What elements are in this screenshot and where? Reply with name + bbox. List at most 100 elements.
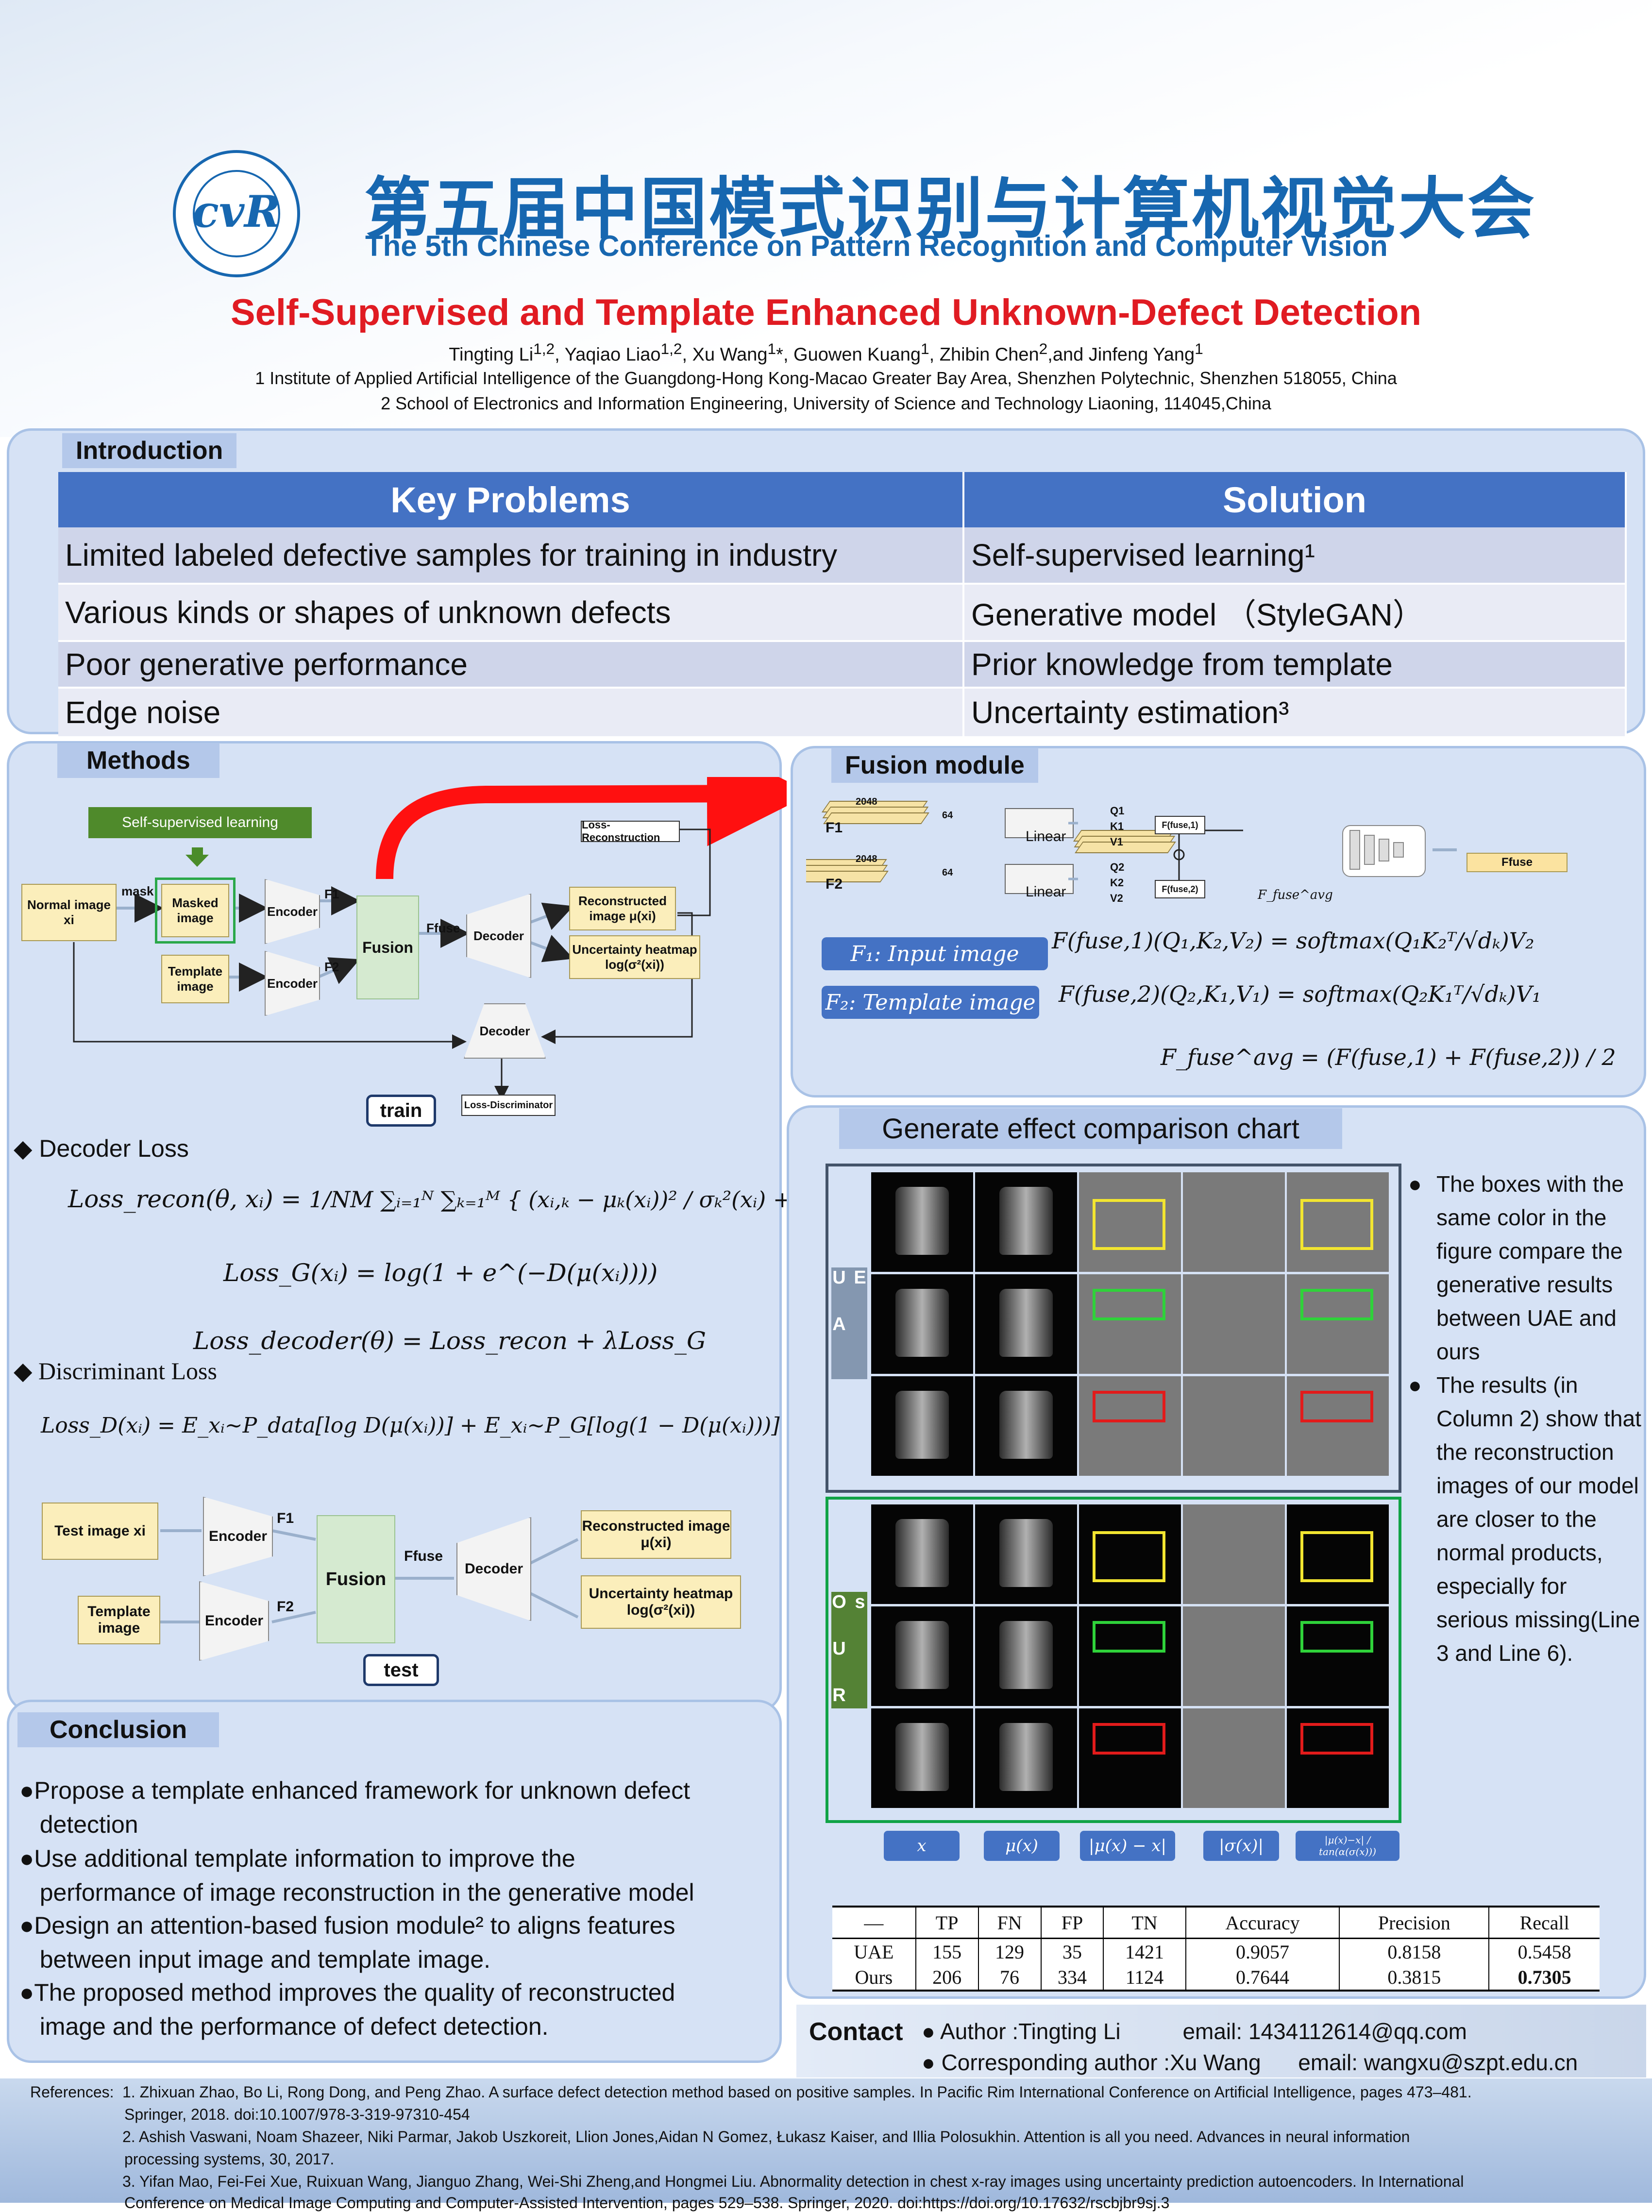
comparison-thumbnail	[871, 1606, 973, 1706]
highlight-box	[1300, 1199, 1373, 1250]
uncertainty-heatmap-box: Uncertainty heatmap log(σ²(xi))	[569, 935, 700, 979]
comparison-thumbnail	[1183, 1376, 1285, 1476]
comparison-thumbnail	[1079, 1376, 1181, 1476]
fusion-box: Fusion	[356, 895, 419, 999]
comparison-thumbnail	[975, 1606, 1077, 1706]
highlight-box	[1300, 1621, 1373, 1653]
train-badge: train	[366, 1095, 436, 1127]
template-image-box: Template image	[161, 955, 229, 1003]
svg-text:cvR: cvR	[192, 186, 281, 237]
product-shape	[895, 1289, 949, 1357]
test-encoder-bottom: Encoder	[199, 1581, 269, 1661]
conclusion-item: ●Use additional template information to …	[19, 1845, 694, 1906]
paper-authors: Tingting Li1,2, Yaqiao Liao1,2, Xu Wang1…	[449, 340, 1203, 365]
table-row: Poor generative performance Prior knowle…	[58, 641, 1627, 689]
linear-bottom-label: Linear	[1026, 884, 1066, 900]
contact-bar	[796, 2005, 1646, 2077]
template-image-label: F₂: Template image	[822, 986, 1039, 1019]
comparison-thumbnail	[1287, 1708, 1389, 1808]
product-shape	[895, 1391, 949, 1459]
comparison-thumbnail	[1183, 1274, 1285, 1374]
table-header: Solution	[963, 472, 1627, 527]
comparison-thumbnail	[975, 1376, 1077, 1476]
recon-loss-equation: Loss_recon(θ, xᵢ) = 1/NM ∑ᵢ₌₁ᴺ ∑ₖ₌₁ᴹ { (…	[68, 1185, 929, 1213]
methods-tag: Methods	[57, 743, 219, 778]
product-shape	[999, 1187, 1053, 1255]
reference-3a: 3. Yifan Mao, Fei-Fei Xue, Ruixuan Wang,…	[122, 2173, 1464, 2190]
input-image-label: F₁: Input image	[822, 937, 1048, 970]
introduction-tag: Introduction	[62, 433, 237, 468]
fusion-equation-3: F_fuse^avg = (F(fuse,1) + F(fuse,2)) / 2	[1161, 1044, 1616, 1070]
test-fusion-box: Fusion	[317, 1515, 395, 1643]
comparison-thumbnail	[871, 1172, 973, 1272]
dim-64-label: 64	[942, 810, 953, 821]
fusion-f2-label: F2	[826, 876, 843, 892]
contact-line-1: ● Author :Tingting Li email: 1434112614@…	[922, 2019, 1467, 2044]
ffuse1-box: F(fuse,1)	[1155, 816, 1205, 834]
product-shape	[895, 1621, 949, 1689]
comparison-thumbnail	[871, 1376, 973, 1476]
test-template-box: Template image	[78, 1596, 160, 1644]
highlight-box	[1093, 1289, 1165, 1320]
fusion-diagram	[806, 801, 1457, 898]
comparison-thumbnail	[871, 1708, 973, 1808]
product-shape	[895, 1519, 949, 1587]
column-header: |σ(x)|	[1203, 1831, 1279, 1861]
ssl-banner: Self-supervised learning	[88, 807, 312, 838]
fusion-equation-1: F(fuse,1)(Q₁,K₂,V₂) = softmax(Q₁K₂ᵀ/√dₖ)…	[1052, 928, 1534, 954]
key-problems-table: Key Problems Solution Limited labeled de…	[58, 472, 1627, 738]
reference-2b: processing systems, 30, 2017.	[124, 2150, 335, 2168]
generate-tag: Generate effect comparison chart	[839, 1108, 1342, 1149]
highlight-box	[1093, 1391, 1165, 1422]
discriminator-loss-equation: Loss_D(xᵢ) = E_xᵢ~P_data[log D(μ(xᵢ))] +…	[41, 1413, 780, 1438]
conclusion-item: ●Propose a template enhanced framework f…	[19, 1777, 690, 1838]
references-label: References:	[30, 2083, 114, 2101]
comparison-thumbnail	[1079, 1274, 1181, 1374]
comparison-thumbnail	[871, 1274, 973, 1374]
dim-2048-label: 2048	[856, 854, 877, 864]
comparison-thumbnail	[1287, 1504, 1389, 1604]
product-shape	[999, 1723, 1053, 1791]
references-bar	[0, 2078, 1652, 2203]
comparison-thumbnail	[1287, 1376, 1389, 1476]
conclusion-item: ●The proposed method improves the qualit…	[19, 1979, 675, 2040]
test-reconstructed-box: Reconstructed image μ(xi)	[581, 1510, 731, 1559]
test-uncertainty-box: Uncertainty heatmap log(σ²(xi))	[581, 1575, 741, 1629]
affiliation-2: 2 School of Electronics and Information …	[381, 393, 1271, 413]
test-f1-label: F1	[277, 1510, 294, 1526]
comparison-thumbnail	[1287, 1274, 1389, 1374]
column-header: x	[884, 1831, 960, 1861]
conclusion-item: ●Design an attention-based fusion module…	[19, 1912, 675, 1973]
comparison-thumbnail	[1183, 1708, 1285, 1808]
comparison-thumbnail	[1183, 1504, 1285, 1604]
comparison-thumbnail	[975, 1504, 1077, 1604]
fusion-equation-2: F(fuse,2)(Q₂,K₁,V₁) = softmax(Q₂K₁ᵀ/√dₖ)…	[1059, 981, 1541, 1007]
table-row: Limited labeled defective samples for tr…	[58, 527, 1627, 585]
normal-image-box: Normal image xi	[21, 884, 117, 941]
product-shape	[895, 1187, 949, 1255]
loss-reconstruction-box: Loss-Reconstruction	[581, 819, 680, 844]
ours-label: O U R s	[829, 1592, 870, 1708]
linear-top-label: Linear	[1026, 828, 1066, 844]
mask-label: mask	[121, 884, 154, 898]
affiliation-1: 1 Institute of Applied Artificial Intell…	[255, 368, 1397, 388]
comparison-thumbnail	[1287, 1606, 1389, 1706]
generate-bullet-1: ●The boxes with the same color in the fi…	[1408, 1171, 1624, 1364]
highlight-box	[1300, 1723, 1373, 1755]
table-row: Ours 206 76 334 1124 0.7644 0.3815 0.730…	[832, 1964, 1600, 1992]
product-shape	[999, 1621, 1053, 1689]
product-shape	[999, 1289, 1053, 1357]
comparison-thumbnail	[1079, 1606, 1181, 1706]
highlight-box	[1300, 1289, 1373, 1320]
f1-label: F1	[324, 887, 339, 901]
generate-bullet-2: ●The results (in Column 2) show that the…	[1408, 1372, 1641, 1666]
test-f2-label: F2	[277, 1599, 294, 1615]
masked-image-box: Masked image	[155, 878, 236, 944]
test-ffuse-label: Ffuse	[404, 1548, 443, 1564]
ffuse-label: Ffuse	[426, 921, 460, 935]
product-shape	[895, 1723, 949, 1791]
comparison-thumbnail	[975, 1172, 1077, 1272]
table-row: Various kinds or shapes of unknown defec…	[58, 584, 1627, 642]
decoder-loss-equation: Loss_decoder(θ) = Loss_recon + λLoss_G	[193, 1327, 706, 1355]
